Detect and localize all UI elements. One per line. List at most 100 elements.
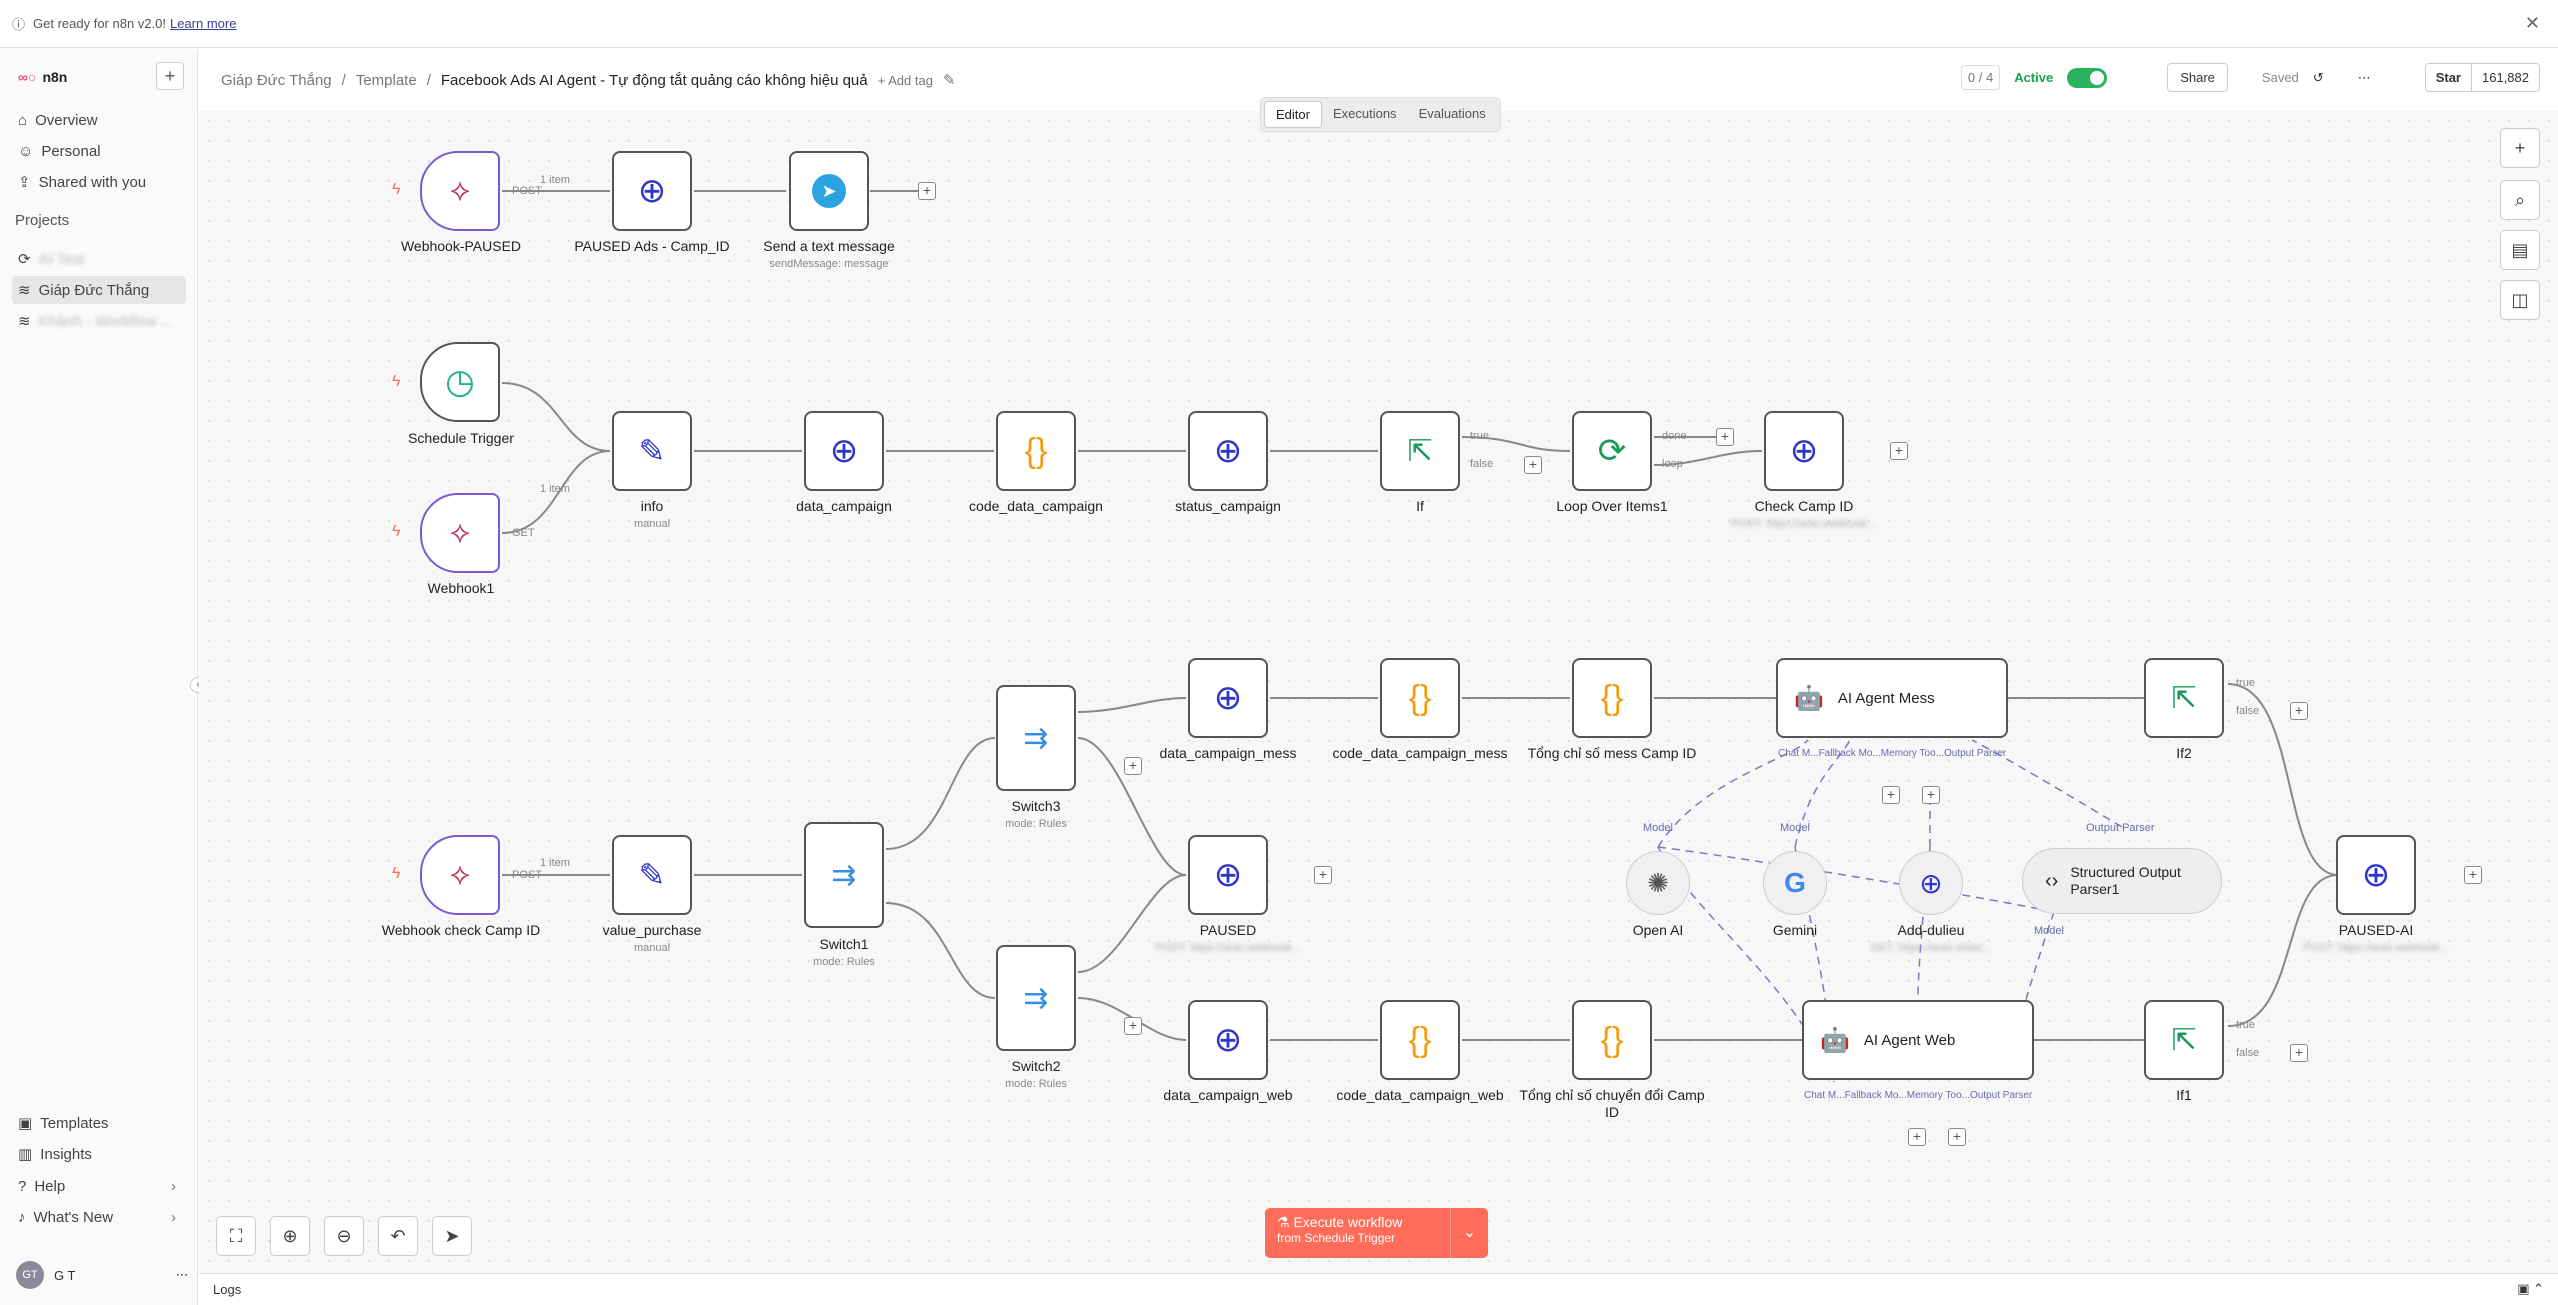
execute-workflow-main[interactable]: ⚗ Execute workflow from Schedule Trigger [1265, 1208, 1450, 1258]
node-status-campaign[interactable]: ⊕ [1188, 411, 1268, 491]
node-webhook-paused[interactable]: ⟡ [420, 151, 500, 231]
header-actions: 0 / 4 Active Share Saved ↺ ⋯ Star 161,88… [1960, 63, 2558, 92]
node-webhook1[interactable]: ⟡ [420, 493, 500, 573]
node-paused-ads[interactable]: ⊕ [612, 151, 692, 231]
add-next-node-button[interactable]: + [2290, 702, 2308, 720]
history-icon[interactable]: ↺ [2312, 69, 2324, 85]
zoom-in-button[interactable]: ⊕ [270, 1216, 310, 1256]
code-icon: {} [1600, 1020, 1624, 1059]
project-item[interactable]: ≋ Khánh - Workflow ... [12, 307, 186, 335]
node-webhook-check-camp[interactable]: ⟡ [420, 835, 500, 915]
node-paused-ai[interactable]: ⊕ [2336, 835, 2416, 915]
add-next-node-button[interactable]: + [1890, 442, 1908, 460]
node-info[interactable]: ✎ [612, 411, 692, 491]
add-sub-node-button[interactable]: + [1882, 786, 1900, 804]
nav-overview[interactable]: ⌂ Overview [12, 106, 186, 134]
active-toggle[interactable] [2067, 67, 2108, 88]
node-data-campaign[interactable]: ⊕ [804, 411, 884, 491]
node-if1[interactable]: ⇱ [2144, 1000, 2224, 1080]
add-sub-node-button[interactable]: + [1922, 786, 1940, 804]
share-button[interactable]: Share [2167, 63, 2228, 92]
nav-shared[interactable]: ⇪ Shared with you [12, 168, 186, 196]
node-switch2[interactable]: ⇉ [996, 945, 1076, 1051]
edit-description-icon[interactable]: ✎ [942, 72, 956, 89]
create-button[interactable]: + [156, 62, 184, 90]
node-switch3[interactable]: ⇉ [996, 685, 1076, 791]
node-sub: POST: https://auto.webhook... [1155, 942, 1301, 954]
search-nodes-button[interactable]: ⌕ [2500, 180, 2540, 220]
add-next-node-button[interactable]: + [1716, 428, 1734, 446]
project-item[interactable]: ⟳ AI Test [12, 245, 186, 273]
add-sub-node-button[interactable]: + [1908, 1128, 1926, 1146]
more-icon[interactable]: ⋯ [175, 1267, 189, 1282]
node-value-purchase[interactable]: ✎ [612, 835, 692, 915]
select-tool-button[interactable]: ➤ [432, 1216, 472, 1256]
n8n-logo[interactable]: ∞○ n8n [18, 69, 67, 85]
node-ai-agent-web[interactable]: 🤖AI Agent Web [1802, 1000, 2034, 1080]
add-next-node-button[interactable]: + [2290, 1044, 2308, 1062]
workflow-name[interactable]: Facebook Ads AI Agent - Tự động tắt quản… [440, 71, 868, 89]
node-loop-over-items[interactable]: ⟳ [1572, 411, 1652, 491]
node-data-campaign-mess[interactable]: ⊕ [1188, 658, 1268, 738]
edge-label: POST [512, 869, 542, 881]
node-data-campaign-web[interactable]: ⊕ [1188, 1000, 1268, 1080]
project-icon: ⟳ [18, 251, 31, 268]
sticky-note-button[interactable]: ▤ [2500, 230, 2540, 270]
node-code-data-campaign-mess[interactable]: {} [1380, 658, 1460, 738]
add-sub-node-button[interactable]: + [1948, 1128, 1966, 1146]
node-code-data-campaign[interactable]: {} [996, 411, 1076, 491]
node-if2[interactable]: ⇱ [2144, 658, 2224, 738]
project-item-active[interactable]: ≋ Giáp Đức Thắng [12, 276, 186, 304]
node-structured-output-parser[interactable]: ‹›Structured Output Parser1 [2022, 848, 2222, 914]
node-check-camp-id[interactable]: ⊕ [1764, 411, 1844, 491]
more-icon[interactable]: ⋯ [2357, 69, 2371, 85]
expand-icon[interactable]: ▣ ⌃ [2517, 1281, 2544, 1296]
node-tong-chi-so-mess[interactable]: {} [1572, 658, 1652, 738]
add-tag-button[interactable]: + Add tag [877, 72, 933, 88]
logs-panel[interactable]: Logs ▣ ⌃ [199, 1273, 2558, 1305]
nav-templates[interactable]: ▣ Templates [12, 1109, 186, 1137]
add-node-button[interactable]: + [2500, 128, 2540, 168]
if-icon: ⇱ [1407, 434, 1433, 468]
node-gemini[interactable]: G [1763, 851, 1827, 915]
tab-executions[interactable]: Executions [1332, 106, 1397, 121]
node-send-text[interactable]: ➤ [789, 151, 869, 231]
close-icon[interactable]: ✕ [2524, 13, 2540, 33]
nav-insights[interactable]: ▥ Insights [12, 1140, 186, 1168]
chevron-down-icon[interactable]: ⌄ [1450, 1208, 1488, 1258]
node-switch1[interactable]: ⇉ [804, 822, 884, 928]
zoom-out-button[interactable]: ⊖ [324, 1216, 364, 1256]
learn-more-link[interactable]: Learn more [169, 16, 237, 31]
execute-workflow-button[interactable]: ⚗ Execute workflow from Schedule Trigger… [1265, 1208, 1488, 1258]
add-next-node-button[interactable]: + [918, 182, 936, 200]
node-tong-chi-so-chuyen-doi[interactable]: {} [1572, 1000, 1652, 1080]
node-add-dulieu[interactable]: ⊕ [1899, 851, 1963, 915]
tab-evaluations[interactable]: Evaluations [1418, 106, 1486, 121]
node-open-ai[interactable]: ✺ [1626, 851, 1690, 915]
n8n-logo-icon: ∞○ [18, 69, 37, 85]
github-star-button[interactable]: Star 161,882 [2424, 63, 2540, 92]
node-schedule-trigger[interactable]: ◷ [420, 342, 500, 422]
user-menu[interactable]: GT G T ⋯ [16, 1261, 188, 1289]
nav-personal[interactable]: ☺ Personal [12, 137, 186, 165]
undo-button[interactable]: ↶ [378, 1216, 418, 1256]
add-next-node-button[interactable]: + [1124, 1017, 1142, 1035]
node-paused[interactable]: ⊕ [1188, 835, 1268, 915]
node-if[interactable]: ⇱ [1380, 411, 1460, 491]
edge-label: false [1470, 458, 1494, 470]
fit-view-button[interactable]: ⛶ [216, 1216, 256, 1256]
node-label: data_campaign_mess [1159, 745, 1297, 761]
breadcrumb-folder[interactable]: Template [355, 71, 417, 89]
tab-editor[interactable]: Editor [1264, 101, 1322, 128]
add-next-node-button[interactable]: + [2464, 866, 2482, 884]
nav-help[interactable]: ? Help › [12, 1172, 186, 1200]
node-ai-agent-mess[interactable]: 🤖AI Agent Mess [1776, 658, 2008, 738]
google-icon: G [1784, 867, 1806, 898]
breadcrumb-project[interactable]: Giáp Đức Thắng [221, 71, 332, 89]
node-code-data-campaign-web[interactable]: {} [1380, 1000, 1460, 1080]
add-next-node-button[interactable]: + [1124, 757, 1142, 775]
panel-toggle-button[interactable]: ◫ [2500, 280, 2540, 320]
add-next-node-button[interactable]: + [1524, 456, 1542, 474]
nav-whats-new[interactable]: ♪ What's New › [12, 1203, 186, 1231]
add-next-node-button[interactable]: + [1314, 866, 1332, 884]
